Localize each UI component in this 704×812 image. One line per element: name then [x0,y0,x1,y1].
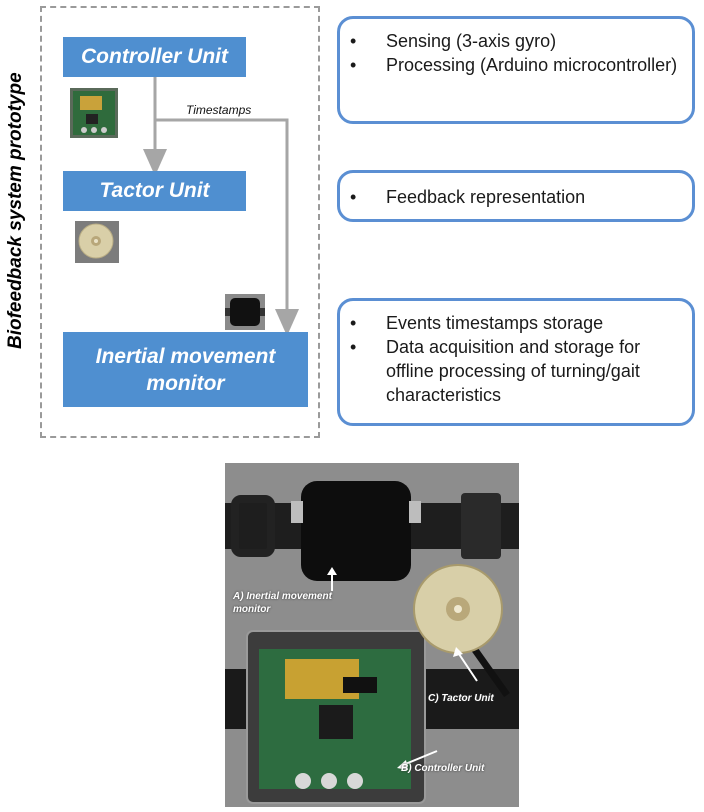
info-box-imm: • Events timestamps storage • Data acqui… [337,298,695,426]
photo-label-a-line2: monitor [233,604,271,615]
imm-label-line1: Inertial movement [95,344,276,368]
bullet-dot: • [350,187,357,207]
controller-unit-box: Controller Unit [63,37,246,77]
imm-thumbnail [225,294,265,330]
arrow-to-imm [155,118,299,336]
bullet-text: Feedback representation [386,187,586,207]
device-photo: A) Inertial movement monitor B) Controll… [225,463,519,807]
photo-label-c: C) Tactor Unit [428,693,494,704]
bullet-text: Processing (Arduino microcontroller) [386,55,678,75]
bullet-item: • Events timestamps storage [350,311,678,335]
bullet-item: • Feedback representation [350,185,678,209]
controller-thumbnail [70,88,118,138]
bullet-item: • Data acquisition and storage for offli… [350,335,678,407]
device-photo-illustration [225,463,519,807]
imm-label-line2: monitor [146,371,225,395]
imm-unit-box: Inertial movement monitor [63,332,308,407]
prototype-frame [40,6,320,438]
tactor-thumbnail [75,221,119,263]
bullet-dot: • [350,31,357,51]
info-box-controller: • Sensing (3-axis gyro) • Processing (Ar… [337,16,695,124]
photo-label-a-line1: A) Inertial movement [233,591,332,602]
bullet-item: • Processing (Arduino microcontroller) [350,53,678,77]
connector-arrows [143,77,299,336]
bullet-text: Events timestamps storage [386,313,604,333]
bullet-text: Sensing (3-axis gyro) [386,31,557,51]
bullet-dot: • [350,337,357,357]
info-box-tactor: • Feedback representation [337,170,695,222]
timestamps-label: Timestamps [186,103,252,117]
bullet-text: Data acquisition and storage for offline… [386,337,641,405]
photo-label-b: B) Controller Unit [401,763,485,774]
tactor-unit-box: Tactor Unit [63,171,246,211]
bullet-dot: • [350,313,357,333]
bullet-dot: • [350,55,357,75]
bullet-item: • Sensing (3-axis gyro) [350,29,678,53]
